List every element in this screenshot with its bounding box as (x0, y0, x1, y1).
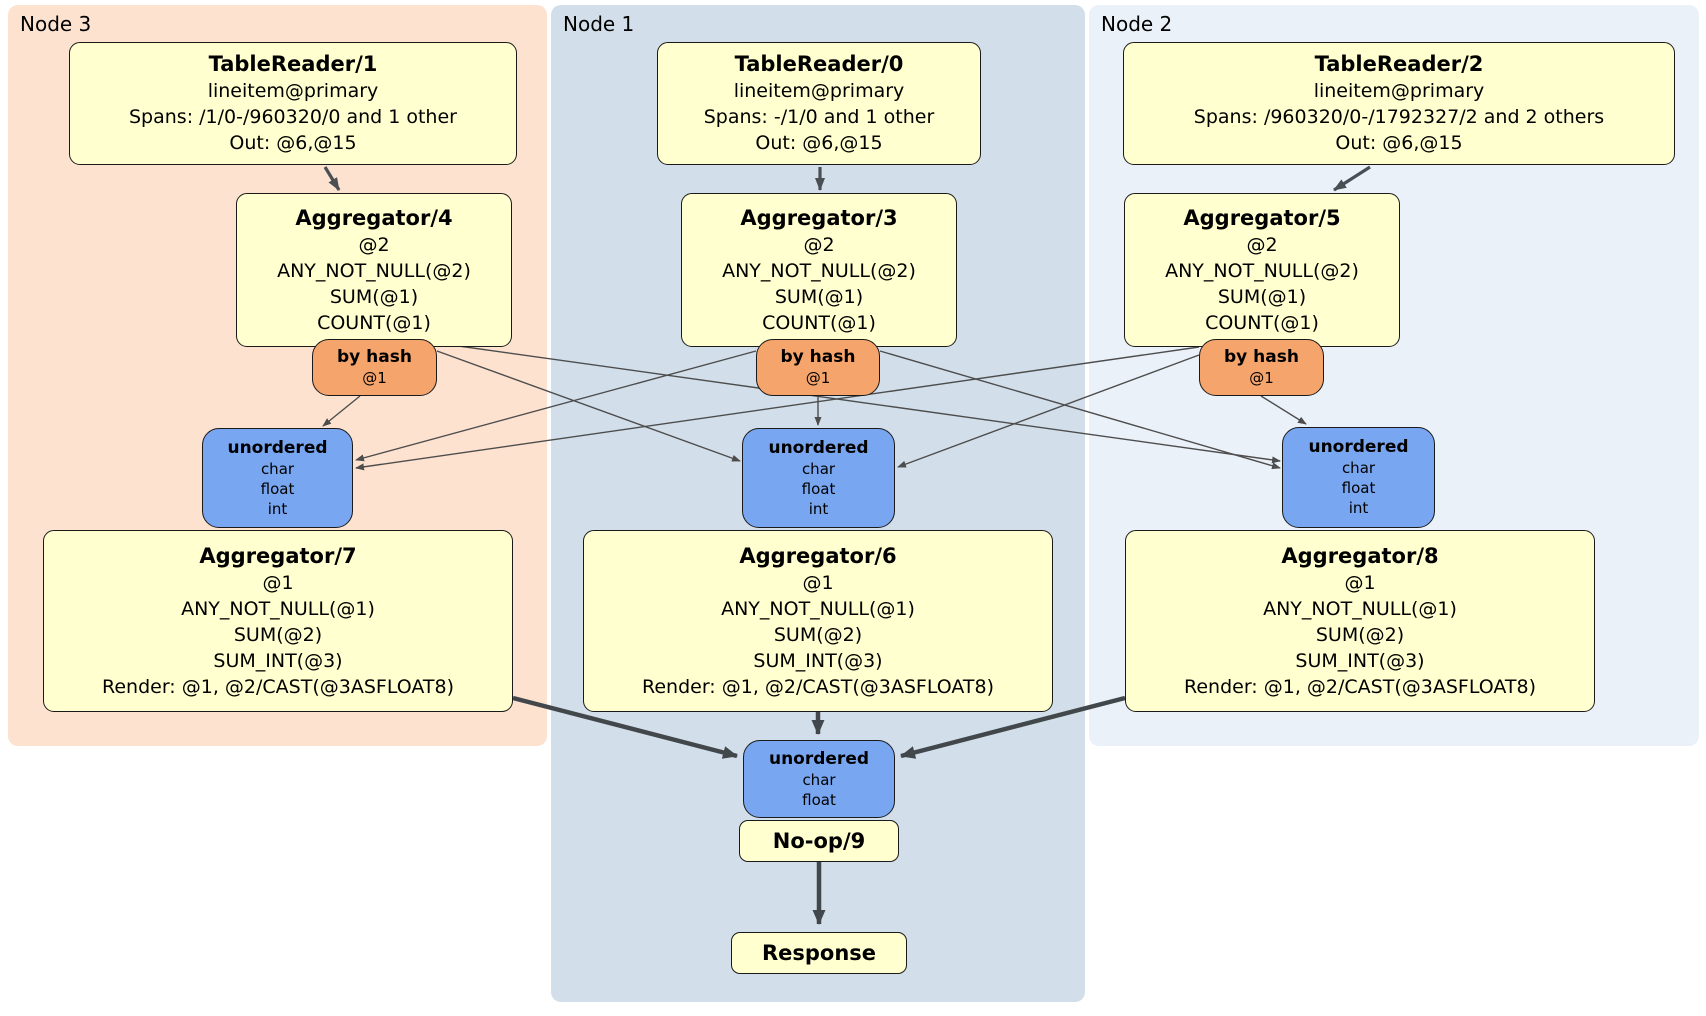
processor-detail: Out: @6,@15 (229, 132, 357, 154)
sync-column-type: int (267, 499, 288, 518)
processor-detail: @1 (1344, 571, 1376, 594)
processor-detail: lineitem@primary (733, 80, 905, 102)
processor-title: TableReader/1 (208, 52, 378, 76)
node1-label: Node 1 (563, 12, 635, 36)
processor-detail: SUM_INT(@3) (1295, 649, 1425, 672)
final-unordered-sync: unordered char float (743, 740, 895, 818)
processor-detail: lineitem@primary (207, 80, 379, 102)
tablereader-to-aggregator-edges (323, 165, 1371, 192)
processor-title: TableReader/0 (734, 52, 904, 76)
node2-label: Node 2 (1101, 12, 1173, 36)
processor-detail: @2 (1246, 233, 1278, 256)
noop-box: No-op/9 (739, 820, 899, 862)
processor-detail: @1 (262, 571, 294, 594)
processor-detail: ANY_NOT_NULL(@2) (722, 259, 916, 282)
processor-detail: @1 (802, 571, 834, 594)
processor-detail: ANY_NOT_NULL(@1) (1263, 597, 1457, 620)
router-key: @1 (805, 369, 831, 387)
response-box: Response (731, 932, 907, 974)
processor-title: Aggregator/4 (295, 205, 453, 230)
sync-column-type: int (1348, 499, 1369, 517)
processor-detail: Spans: /960320/0-/1792327/2 and 2 others (1193, 106, 1605, 128)
tablereader-1-box: TableReader/1 lineitem@primary Spans: /1… (69, 42, 517, 165)
processor-detail: SUM(@2) (1315, 623, 1405, 646)
aggregator-4-box: Aggregator/4 @2 ANY_NOT_NULL(@2) SUM(@1)… (236, 193, 512, 347)
processor-detail: COUNT(@1) (762, 311, 876, 334)
aggregator-6-box: Aggregator/6 @1 ANY_NOT_NULL(@1) SUM(@2)… (583, 530, 1053, 712)
sync-column-type: float (801, 479, 836, 498)
sync-title: unordered (768, 748, 870, 769)
processor-title: Aggregator/3 (740, 205, 898, 230)
sync-column-type: char (260, 459, 295, 478)
processor-detail: SUM(@1) (774, 285, 864, 308)
processor-title: Aggregator/5 (1183, 205, 1341, 230)
processor-detail: lineitem@primary (1313, 80, 1485, 102)
processor-detail: Render: @1, @2/CAST(@3ASFLOAT8) (642, 675, 994, 698)
hash-router-to-sync-edges (322, 342, 1307, 471)
processor-detail: SUM(@2) (233, 623, 323, 646)
processor-detail: SUM_INT(@3) (213, 649, 343, 672)
processor-detail: Spans: /1/0-/960320/0 and 1 other (129, 106, 457, 128)
by-hash-router-node2: by hash @1 (1199, 339, 1324, 396)
processor-detail: SUM_INT(@3) (753, 649, 883, 672)
processor-title: Response (761, 940, 877, 965)
sync-column-type: float (260, 479, 295, 498)
sync-title: unordered (768, 437, 869, 458)
router-title: by hash (337, 347, 412, 367)
sync-column-type: char (802, 770, 836, 789)
processor-detail: Render: @1, @2/CAST(@3ASFLOAT8) (102, 675, 454, 698)
processor-detail: Spans: -/1/0 and 1 other (703, 106, 935, 128)
sync-title: unordered (1308, 437, 1409, 457)
processor-title: Aggregator/6 (739, 543, 897, 568)
processor-detail: ANY_NOT_NULL(@1) (181, 597, 375, 620)
sync-column-type: char (1341, 459, 1376, 477)
processor-detail: ANY_NOT_NULL(@1) (721, 597, 915, 620)
sync-column-type: float (1341, 479, 1376, 497)
processor-detail: SUM(@1) (329, 285, 419, 308)
aggregator-3-box: Aggregator/3 @2 ANY_NOT_NULL(@2) SUM(@1)… (681, 193, 957, 347)
router-key: @1 (362, 369, 387, 387)
processor-detail: SUM(@1) (1217, 285, 1307, 308)
final-stage-edges (512, 695, 1126, 925)
sync-column-type: int (808, 499, 829, 518)
processor-title: Aggregator/8 (1281, 543, 1439, 568)
router-title: by hash (780, 347, 856, 367)
sync-column-type: char (801, 459, 836, 478)
processor-title: Aggregator/7 (199, 543, 357, 568)
by-hash-router-node3: by hash @1 (312, 339, 437, 396)
sync-column-type: float (802, 790, 836, 809)
processor-detail: ANY_NOT_NULL(@2) (277, 259, 471, 282)
processor-detail: @2 (358, 233, 390, 256)
unordered-sync-node2: unordered char float int (1282, 427, 1435, 528)
router-title: by hash (1224, 347, 1299, 367)
tablereader-2-box: TableReader/2 lineitem@primary Spans: /9… (1123, 42, 1675, 165)
by-hash-router-node1: by hash @1 (756, 339, 880, 396)
unordered-sync-node3: unordered char float int (202, 428, 353, 528)
sync-title: unordered (227, 437, 328, 458)
processor-title: No-op/9 (772, 828, 866, 853)
processor-detail: COUNT(@1) (317, 311, 431, 334)
processor-detail: COUNT(@1) (1205, 311, 1319, 334)
node3-label: Node 3 (20, 12, 92, 36)
processor-detail: Render: @1, @2/CAST(@3ASFLOAT8) (1184, 675, 1536, 698)
aggregator-8-box: Aggregator/8 @1 ANY_NOT_NULL(@1) SUM(@2)… (1125, 530, 1595, 712)
processor-detail: ANY_NOT_NULL(@2) (1165, 259, 1359, 282)
processor-title: TableReader/2 (1314, 52, 1484, 76)
router-key: @1 (1249, 369, 1274, 387)
processor-detail: @2 (803, 233, 835, 256)
processor-detail: Out: @6,@15 (755, 132, 883, 154)
processor-detail: Out: @6,@15 (1335, 132, 1463, 154)
aggregator-5-box: Aggregator/5 @2 ANY_NOT_NULL(@2) SUM(@1)… (1124, 193, 1400, 347)
unordered-sync-node1: unordered char float int (742, 428, 895, 528)
aggregator-7-box: Aggregator/7 @1 ANY_NOT_NULL(@1) SUM(@2)… (43, 530, 513, 712)
processor-detail: SUM(@2) (773, 623, 863, 646)
tablereader-0-box: TableReader/0 lineitem@primary Spans: -/… (657, 42, 981, 165)
